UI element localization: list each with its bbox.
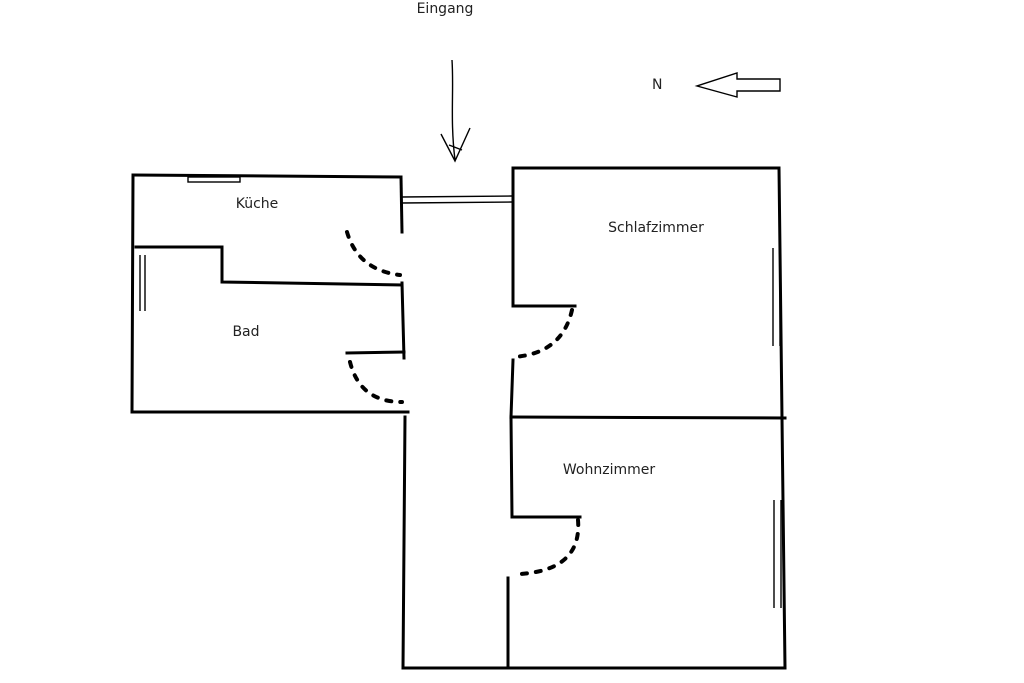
room-label-bedroom: Schlafzimmer — [608, 220, 704, 236]
north-arrow — [694, 72, 781, 98]
entrance-arrow — [440, 59, 471, 163]
room-label-living-room: Wohnzimmer — [563, 462, 655, 478]
right-block-walls — [506, 166, 787, 670]
left-block-walls — [130, 173, 410, 414]
room-label-bath: Bad — [232, 324, 259, 340]
room-label-kitchen: Küche — [236, 196, 279, 212]
corridor-walls — [400, 195, 513, 670]
door-swings — [345, 230, 581, 576]
entrance-label: Eingang — [417, 1, 474, 17]
north-label: N — [652, 77, 662, 93]
